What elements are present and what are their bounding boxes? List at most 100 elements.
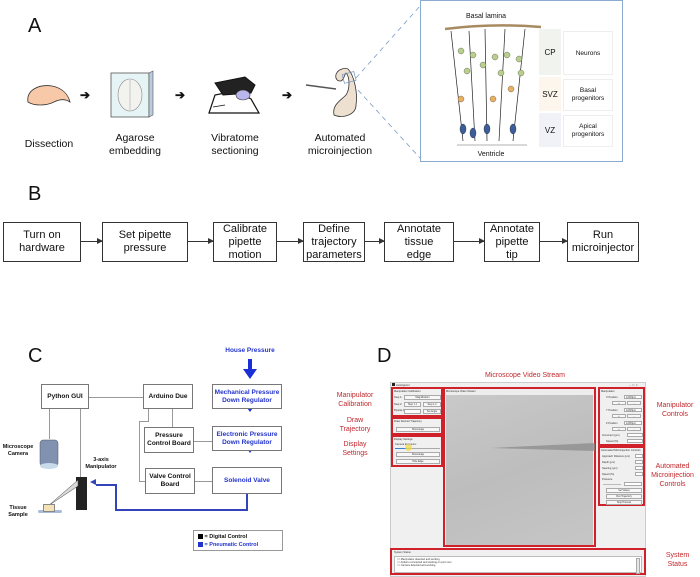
exposure-slider-handle[interactable]: [405, 444, 412, 451]
draw-show-edge-button[interactable]: Show Edge: [396, 427, 440, 432]
flow-arrow-2: [188, 238, 214, 244]
x-plus-button[interactable]: +: [612, 401, 626, 405]
arduino-vcb-line-c: [139, 421, 140, 481]
manipulator-title: Manipulator: [601, 390, 615, 393]
spacing-label: Spacing (μm): [602, 467, 618, 470]
depth-input[interactable]: [635, 460, 643, 464]
arduino-box: Arduino Due: [143, 384, 193, 409]
y-minus-button[interactable]: -: [627, 414, 641, 418]
pressure-label: Pressure: [602, 478, 613, 481]
arduino-pcb-line: [172, 409, 173, 427]
zone-table: CP Neurons SVZ Basal progenitors VZ Apic…: [539, 29, 613, 149]
window-title-text: Autoinjector: [396, 384, 410, 387]
increment-input[interactable]: [627, 433, 643, 437]
show-edge-button[interactable]: Show Edge: [396, 452, 440, 457]
zoom-lines: [355, 5, 421, 159]
set-angle-button[interactable]: Set Angle: [423, 409, 441, 414]
ventricle-label: Ventricle: [477, 151, 505, 158]
calibration-title: Manipulator Calibration: [394, 390, 421, 393]
zone-svz-desc-l2: progenitors: [571, 95, 605, 102]
step2-label: Step 2:: [394, 403, 403, 406]
zone-vz-desc-l2: progenitors: [571, 131, 605, 138]
status-line: >> Manipulator detected and working: [397, 558, 440, 561]
manipulator-controls-section: Manipulator X Position 12345μm + - Y Pos…: [598, 387, 645, 446]
zone-cp-abbr: CP: [539, 29, 561, 75]
panel-d-label: D: [377, 345, 392, 367]
status-log[interactable]: >> Manipulator detected and working >> A…: [394, 556, 642, 574]
pneumatic-line-up: [115, 484, 117, 510]
video-feed[interactable]: [446, 395, 595, 545]
x-position-value: 12345μm: [624, 395, 642, 399]
depth-label: Depth (μm): [602, 461, 616, 464]
auto-speed-input[interactable]: [635, 472, 643, 476]
vcb-solenoid-line: [195, 481, 212, 482]
run-trajectory-button[interactable]: Run Trajectory: [606, 494, 642, 499]
spacing-input[interactable]: [635, 466, 643, 470]
arduino-vcb-line-b: [139, 421, 149, 422]
python-gui-box: Python GUI: [41, 384, 89, 409]
z-minus-button[interactable]: -: [627, 427, 641, 431]
flow-arrow-4: [365, 238, 385, 244]
arduino-vcb-line-d: [139, 481, 145, 482]
vibratome-icon: [208, 76, 261, 114]
pipette-angle-input[interactable]: [404, 409, 421, 414]
display-title: Display Settings: [394, 438, 413, 441]
zone-svz-abbr: SVZ: [539, 77, 561, 111]
pressure-input[interactable]: [624, 482, 642, 486]
pressure-slider[interactable]: [603, 484, 621, 485]
step-1-1-button[interactable]: Step 1.1: [404, 402, 421, 407]
y-plus-button[interactable]: +: [612, 414, 626, 418]
step-1-2-button[interactable]: Step 1.2: [423, 402, 441, 407]
status-title: System Status: [394, 551, 411, 554]
increment-label: Increment (μm): [602, 434, 620, 437]
panel-a-label: A: [28, 15, 42, 37]
stop-process-button[interactable]: Stop Process: [606, 500, 642, 505]
radial-glia-illustration: [444, 24, 542, 146]
gui-arduino-line: [89, 397, 143, 398]
set-values-button[interactable]: Set Values: [606, 488, 642, 493]
legend-pneumatic-label: = Pneumatic Control: [204, 542, 259, 548]
exposure-slider[interactable]: [395, 448, 440, 449]
approach-input[interactable]: [635, 454, 643, 458]
digital-swatch-icon: [198, 534, 203, 540]
status-scrollbar[interactable]: [636, 558, 640, 574]
brain-slice-icon: [305, 67, 357, 117]
gui-camera-line: [49, 409, 50, 439]
pipette-icon: [47, 479, 79, 507]
pneumatic-arrowhead-icon: [90, 479, 96, 485]
z-plus-button[interactable]: +: [612, 427, 626, 431]
display-settings-section: Display Settings Camera Exposure: Show E…: [391, 435, 443, 467]
z-position-value: 12345μm: [624, 421, 642, 425]
y-position-value: 12345μm: [624, 408, 642, 412]
calibration-section: Manipulator Calibration Step 1: Magnific…: [391, 387, 443, 417]
flow-arrow-6: [540, 238, 568, 244]
zone-cp-desc: Neurons: [563, 31, 613, 75]
zone-svz-desc: Basal progenitors: [563, 79, 613, 111]
callout-video-stream: Microscope Video Stream: [484, 372, 566, 379]
window-controls[interactable]: – □ ×: [629, 383, 638, 387]
x-minus-button[interactable]: -: [627, 401, 641, 405]
magnification-button[interactable]: Magnification: [404, 395, 441, 400]
auto-speed-label: Speed (%): [602, 473, 615, 476]
arduino-vcb-line-a: [148, 409, 149, 421]
step-dissection-label: Dissection: [24, 138, 74, 150]
hide-edge-button[interactable]: Hide Edge: [396, 459, 440, 464]
speed-input[interactable]: [627, 439, 643, 443]
pneumatic-line-down: [246, 494, 248, 510]
